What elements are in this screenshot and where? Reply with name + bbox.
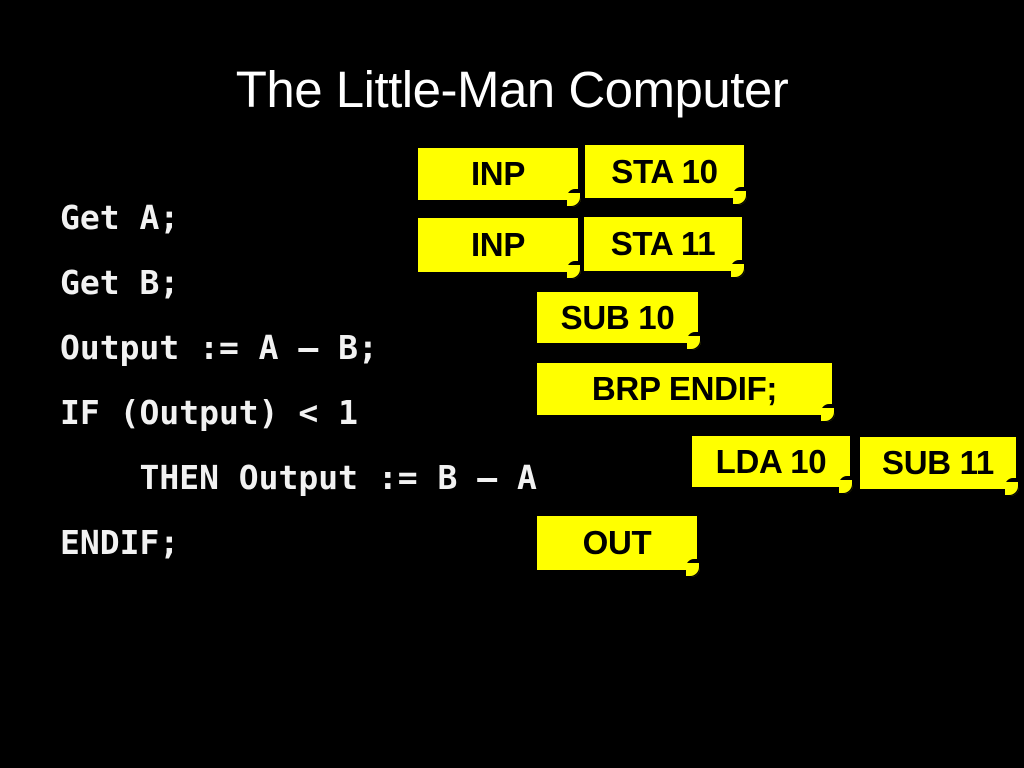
pseudocode-line-2: Get B;: [60, 263, 180, 302]
sticky-note-sub-10: SUB 10: [537, 292, 701, 350]
sticky-note-sta-11: STA 11: [584, 217, 745, 278]
sticky-note-lda-10: LDA 10: [692, 436, 853, 494]
sticky-note-sta-10: STA 10: [585, 145, 747, 205]
sticky-note-brp-endif: BRP ENDIF;: [537, 363, 835, 422]
sticky-note-sub-11: SUB 11: [860, 437, 1019, 496]
pseudocode-block: Get A; Get B; Output := A – B; IF (Outpu…: [60, 185, 720, 575]
pseudocode-line-1: Get A;: [60, 198, 180, 237]
sticky-note-out: OUT: [537, 516, 700, 577]
pseudocode-line-5: THEN Output := B – A: [60, 458, 537, 497]
page-title: The Little-Man Computer: [235, 61, 789, 118]
pseudocode-line-4: IF (Output) < 1: [60, 393, 359, 432]
sticky-note-inp-2: INP: [418, 218, 581, 279]
pseudocode-line-3: Output := A – B;: [60, 328, 378, 367]
pseudocode-line-6: ENDIF;: [60, 523, 180, 562]
sticky-note-inp-1: INP: [418, 148, 581, 207]
